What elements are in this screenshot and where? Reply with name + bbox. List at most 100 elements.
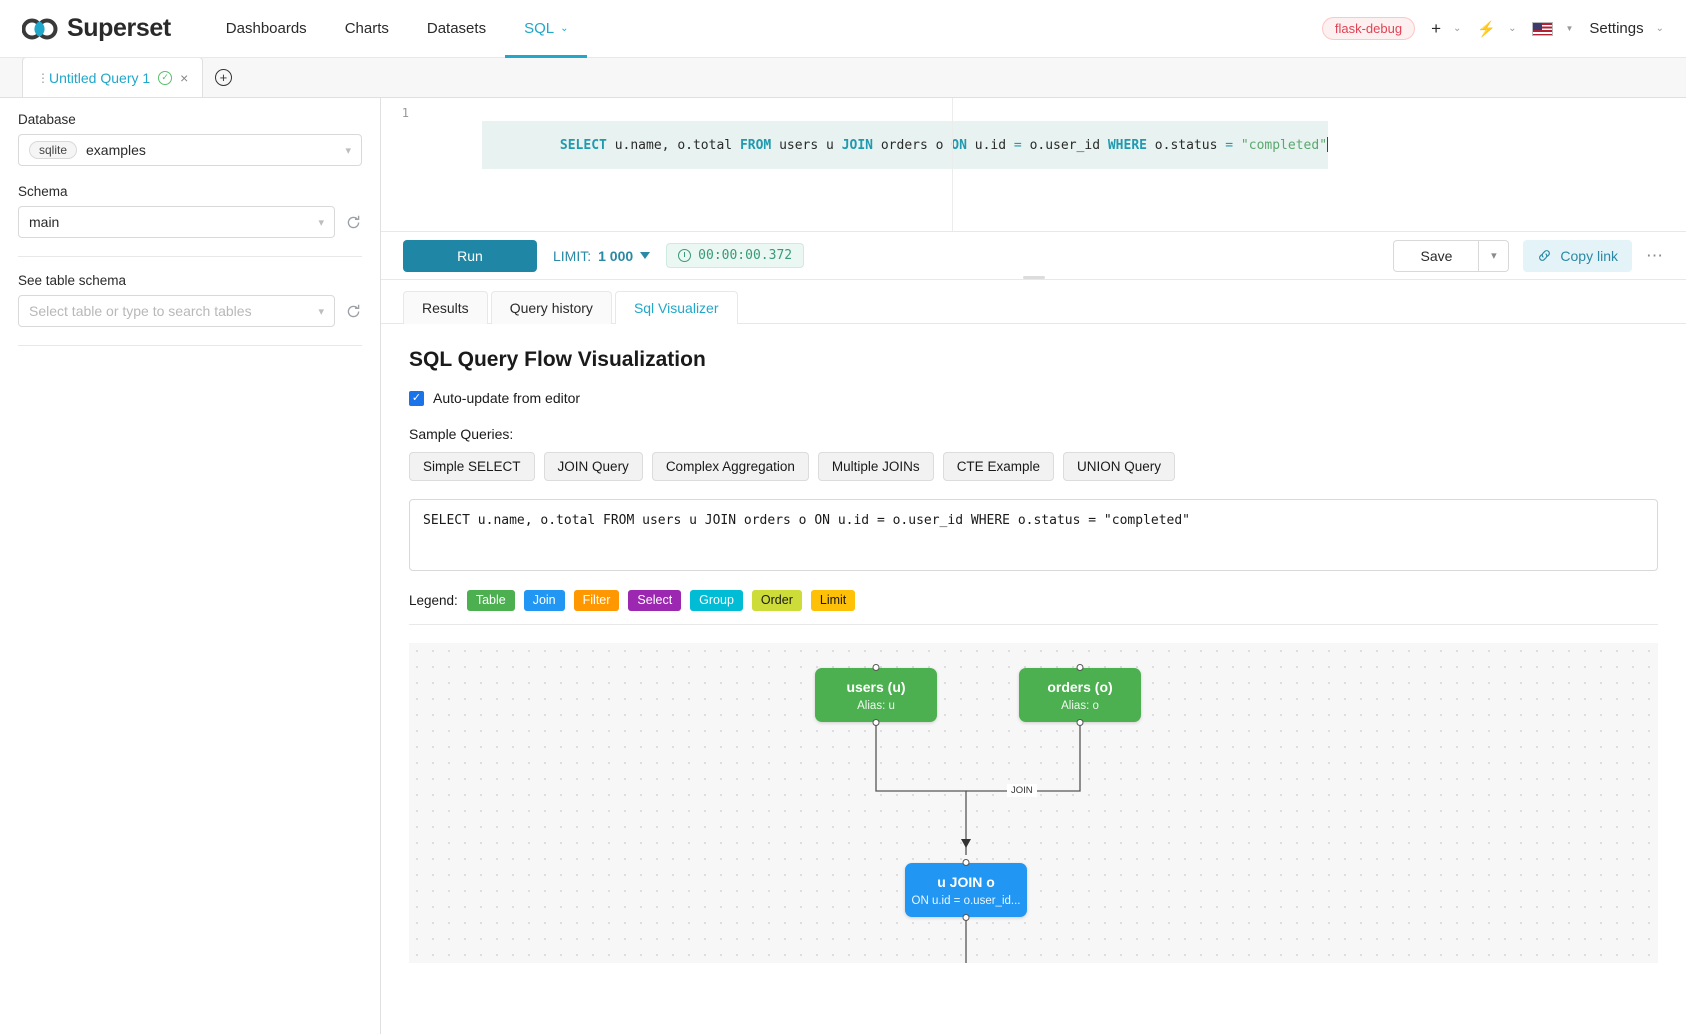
save-button[interactable]: Save — [1393, 239, 1480, 272]
legend-row: Legend: Table Join Filter Select Group O… — [409, 576, 1658, 625]
database-label: Database — [18, 112, 76, 127]
tok: u.id — [966, 138, 1014, 153]
sample-button-simple-select[interactable]: Simple SELECT — [409, 452, 535, 481]
query-timer: 00:00:00.372 — [666, 243, 805, 268]
superset-logo[interactable]: Superset — [22, 14, 171, 43]
schema-select[interactable]: main ▾ — [18, 206, 335, 238]
drag-handle-icon[interactable]: ⋮ — [37, 70, 49, 85]
nav-links: Dashboards Charts Datasets SQL ⌄ — [207, 0, 588, 58]
tab-query-history[interactable]: Query history — [490, 291, 612, 324]
legend-chip-select: Select — [628, 590, 682, 611]
save-dropdown-caret[interactable]: ▾ — [1479, 239, 1510, 272]
main-content: Database sqlite examples ▾ Schema main ▾… — [0, 98, 1686, 1034]
editor-gutter: 1 — [381, 98, 415, 231]
caret-down-icon: ▼ — [1565, 24, 1574, 33]
auto-update-label: Auto-update from editor — [433, 390, 581, 406]
sql-lab-sidebar: Database sqlite examples ▾ Schema main ▾… — [0, 98, 381, 1034]
tab-results[interactable]: Results — [403, 291, 488, 324]
limit-dropdown[interactable]: LIMIT: 1 000 — [553, 248, 651, 264]
sample-button-complex-aggregation[interactable]: Complex Aggregation — [651, 452, 809, 481]
sidebar-divider — [18, 256, 362, 257]
toolbar-right: Save ▾ Copy link ⋯ — [1393, 239, 1664, 272]
tab-sql-visualizer[interactable]: Sql Visualizer — [614, 291, 738, 324]
chevron-down-icon: ▾ — [345, 144, 351, 157]
tok: WHERE — [1107, 138, 1147, 153]
sample-button-union-query[interactable]: UNION Query — [1062, 452, 1175, 481]
sql-editor-pane: 1 SELECT u.name, o.total FROM users u JO… — [381, 98, 1686, 1034]
tok: u.name, o.total — [606, 138, 740, 153]
tok: users u — [771, 138, 842, 153]
close-icon[interactable]: × — [180, 69, 189, 86]
legend-chip-order: Order — [751, 590, 802, 611]
nav-link-datasets[interactable]: Datasets — [408, 0, 505, 58]
query-textarea[interactable] — [409, 499, 1658, 571]
chevron-down-icon: ▾ — [318, 305, 324, 318]
clock-icon — [678, 249, 692, 262]
sample-button-multiple-joins[interactable]: Multiple JOINs — [817, 452, 934, 481]
auto-update-checkbox[interactable]: ✓ — [409, 390, 424, 406]
tok: JOIN — [841, 138, 874, 153]
line-number: 1 — [401, 106, 409, 120]
query-tab-label: Untitled Query 1 — [49, 69, 151, 86]
us-flag-icon — [1532, 21, 1554, 36]
nav-link-sql[interactable]: SQL ⌄ — [505, 0, 587, 58]
database-row: sqlite examples ▾ — [18, 134, 362, 166]
timer-value: 00:00:00.372 — [698, 248, 793, 263]
node-port-bottom — [962, 914, 970, 921]
node-title: users (u) — [846, 678, 906, 695]
query-tab-untitled-query-1[interactable]: ⋮ Untitled Query 1 ✓ × — [22, 57, 204, 97]
table-schema-label: See table schema — [18, 273, 127, 288]
run-button[interactable]: Run — [403, 239, 537, 272]
language-selector[interactable]: ▼ — [1532, 21, 1574, 36]
schema-label: Schema — [18, 184, 68, 199]
caret-down-icon — [640, 252, 651, 259]
sample-button-cte-example[interactable]: CTE Example — [942, 452, 1054, 481]
nav-link-charts[interactable]: Charts — [326, 0, 408, 58]
bolt-menu-button[interactable]: ⚡ ⌄ — [1477, 20, 1516, 38]
sample-button-join-query[interactable]: JOIN Query — [543, 452, 643, 481]
tok — [1233, 138, 1241, 153]
flow-node-join[interactable]: u JOIN o ON u.id = o.user_id... — [905, 859, 1027, 921]
sql-visualizer-panel: SQL Query Flow Visualization ✓ Auto-upda… — [381, 324, 1686, 1034]
tok: = — [1225, 138, 1234, 153]
query-tab-strip: ⋮ Untitled Query 1 ✓ × + — [0, 57, 1686, 98]
flow-canvas[interactable]: users (u) Alias: u orders (o) Alias: o J… — [409, 643, 1658, 963]
node-port-bottom — [872, 719, 880, 726]
new-item-button[interactable]: + ⌄ — [1431, 19, 1461, 39]
editor-code[interactable]: SELECT u.name, o.total FROM users u JOIN… — [415, 98, 1686, 231]
table-schema-row: Select table or type to search tables ▾ — [18, 295, 362, 327]
result-tabs: Results Query history Sql Visualizer — [381, 280, 1686, 324]
tok: o.user_id — [1021, 138, 1108, 153]
settings-menu[interactable]: Settings ⌄ — [1589, 20, 1664, 37]
node-title: u JOIN o — [937, 873, 995, 890]
new-query-tab-button[interactable]: + — [203, 57, 243, 97]
sample-queries-label: Sample Queries: — [409, 426, 514, 442]
more-options-icon[interactable]: ⋯ — [1646, 245, 1664, 265]
tok: orders o — [873, 138, 952, 153]
table-placeholder: Select table or type to search tables — [29, 303, 252, 319]
page-title: SQL Query Flow Visualization — [409, 348, 706, 371]
node-port-top — [962, 859, 970, 866]
flow-node-orders[interactable]: orders (o) Alias: o — [1019, 664, 1141, 726]
editor-toolbar: Run LIMIT: 1 000 00:00:00.372 Save ▾ — [381, 232, 1686, 280]
nav-link-dashboards[interactable]: Dashboards — [207, 0, 326, 58]
legend-chip-group: Group — [690, 590, 743, 611]
refresh-tables-icon[interactable] — [345, 303, 362, 320]
copy-link-button[interactable]: Copy link — [1523, 239, 1632, 272]
node-title: orders (o) — [1047, 678, 1113, 695]
tok: SELECT — [559, 138, 607, 153]
nav-label: Datasets — [426, 20, 487, 37]
database-select[interactable]: sqlite examples ▾ — [18, 134, 362, 166]
sql-ace-editor[interactable]: 1 SELECT u.name, o.total FROM users u JO… — [381, 98, 1686, 232]
legend-chip-join: Join — [523, 590, 565, 611]
save-button-group: Save ▾ — [1393, 239, 1510, 272]
edge-label-join: JOIN — [1007, 784, 1037, 797]
refresh-schema-icon[interactable] — [345, 214, 362, 231]
navbar-right: flask-debug + ⌄ ⚡ ⌄ ▼ Settings ⌄ — [1321, 17, 1664, 40]
flow-node-users[interactable]: users (u) Alias: u — [815, 664, 937, 726]
table-select[interactable]: Select table or type to search tables ▾ — [18, 295, 335, 327]
brand-text: Superset — [67, 14, 171, 42]
chevron-down-icon: ⌄ — [560, 23, 569, 34]
pane-resize-handle[interactable] — [1022, 276, 1045, 279]
tok: = — [1013, 138, 1022, 153]
